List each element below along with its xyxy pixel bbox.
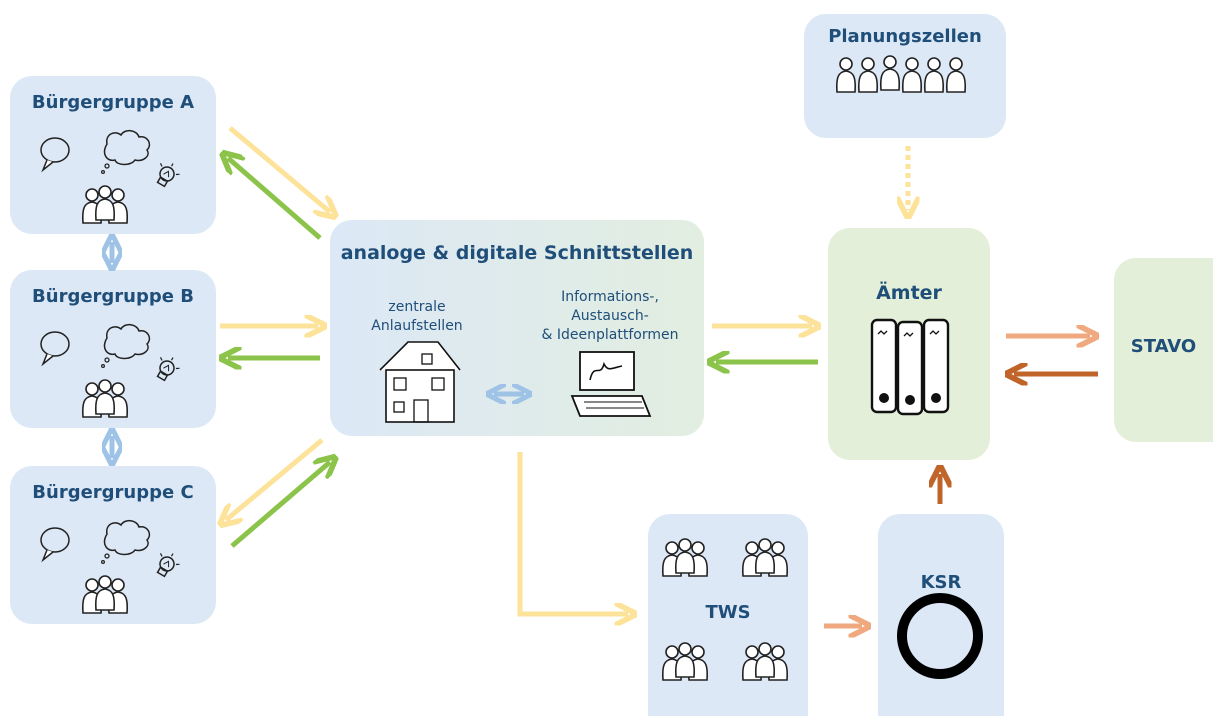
arrow-hub-to-c bbox=[226, 438, 324, 520]
ksr-ring-icon bbox=[897, 593, 983, 679]
planung-title: Planungszellen bbox=[828, 26, 982, 47]
hub-right-label-3: & Ideenplattformen bbox=[541, 327, 679, 343]
ksr-box: KSR bbox=[878, 514, 1004, 716]
house-icon bbox=[379, 341, 461, 423]
aemter-title: Ämter bbox=[876, 282, 942, 304]
ksr-title: KSR bbox=[920, 572, 962, 593]
group-a-illustration bbox=[41, 131, 183, 223]
arrow-c-to-hub bbox=[230, 462, 330, 548]
tws-people-illustration bbox=[663, 539, 787, 680]
group-b-title: Bürgergruppe B bbox=[32, 286, 194, 307]
hub-right-label-2: Austausch- bbox=[571, 308, 649, 324]
laptop-icon bbox=[570, 351, 652, 417]
stavo-box: STAVO bbox=[1114, 258, 1213, 442]
tws-title: TWS bbox=[705, 602, 751, 623]
planung-people-illustration bbox=[835, 55, 967, 93]
arrow-hub-to-a bbox=[228, 158, 322, 240]
hub-title: analoge & digitale Schnittstellen bbox=[340, 242, 694, 264]
arrow-hub-to-tws bbox=[517, 452, 628, 614]
group-c-title: Bürgergruppe C bbox=[32, 482, 194, 503]
hub-left-label-1: zentrale bbox=[388, 299, 446, 315]
hub-right-label-1: Informations-, bbox=[561, 289, 659, 305]
hub-left-label-2: Anlaufstellen bbox=[371, 318, 463, 334]
binders-icon bbox=[870, 318, 950, 416]
group-c-illustration bbox=[41, 521, 183, 613]
group-a-title: Bürgergruppe A bbox=[31, 92, 195, 113]
stavo-title: STAVO bbox=[1130, 336, 1197, 357]
group-b-illustration bbox=[41, 325, 183, 417]
arrow-a-to-hub bbox=[228, 126, 330, 212]
